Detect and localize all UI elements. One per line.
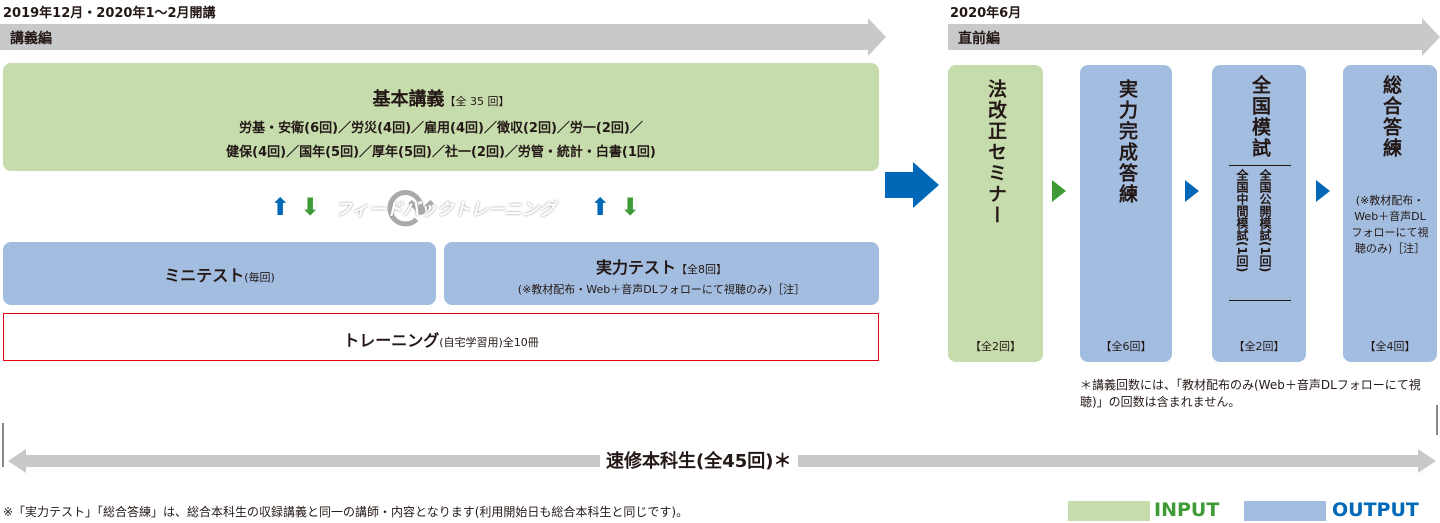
column-title: 全国模試 [1249, 75, 1271, 159]
arrow-head-icon [1422, 18, 1440, 56]
next-triangle-icon [1185, 180, 1199, 202]
column-count: 【全6回】 [1100, 340, 1152, 353]
right-footnote: ＊講義回数には、「教材配布のみ(Web＋音声DLフォローにて視聴)」の回数は含ま… [1080, 378, 1421, 409]
column-count: 【全2回】 [1233, 340, 1285, 353]
column-title: 総合答練 [1380, 75, 1402, 159]
arrow-head-icon [868, 18, 886, 56]
footer-note: ※「実力テスト」「総合答練」は、総合本科生の収録講義と同一の講師・内容となります… [3, 505, 689, 519]
next-triangle-icon [1316, 180, 1330, 202]
jitsuryoku-note: (※教材配布・Web＋音声DLフォローにて視聴のみ)［注］ [517, 283, 806, 296]
input-legend: INPUT [1154, 499, 1220, 521]
course-label: 速修本科生(全45回)＊ [600, 447, 798, 473]
arrow-left-icon [8, 449, 26, 473]
cycle-icon: ⟳ [385, 175, 436, 245]
divider [2, 423, 4, 467]
phase-label: 直前編 [958, 31, 1000, 47]
column-note: (※教材配布・Web＋音声DLフォローにて視聴のみ)［注］ [1351, 194, 1429, 255]
phase-label: 講義編 [10, 31, 52, 47]
final-phase-bar: 直前編 [948, 24, 1422, 50]
big-arrow-icon [885, 172, 915, 198]
basic-line1: 労基・安衛(6回)／労災(4回)／雇用(4回)／徴収(2回)／労一(2回)／ [239, 121, 643, 136]
column-count: 【全2回】 [970, 340, 1021, 353]
output-legend: OUTPUT [1332, 499, 1419, 521]
column-sub: 全国中間模試(1回) [1235, 169, 1249, 273]
training-title: トレーニング [343, 331, 440, 350]
mini-note: (毎回) [244, 271, 275, 284]
next-triangle-icon [1052, 180, 1066, 202]
basic-line2: 健保(4回)／国年(5回)／厚年(5回)／社一(2回)／労管・統計・白書(1回) [226, 145, 656, 160]
training-note: (自宅学習用)全10冊 [439, 336, 539, 349]
basic-lecture-box: 基本講義【全 35 回】 労基・安衛(6回)／労災(4回)／雇用(4回)／徴収(… [3, 63, 879, 171]
basic-title: 基本講義 [372, 89, 445, 110]
feedback-label: フィードバックトレーニング [335, 200, 556, 220]
bracket [1229, 165, 1291, 301]
column-hokaisei: 法改正セミナー 【全2回】 [948, 65, 1043, 362]
column-count: 【全4回】 [1364, 340, 1416, 353]
down-arrow-icon: ⬇ [620, 193, 641, 221]
jitsuryoku-count: 【全8回】 [676, 263, 727, 276]
mini-title: ミニテスト [164, 266, 245, 285]
training-box: トレーニング(自宅学習用)全10冊 [3, 313, 879, 361]
big-arrow-head-icon [913, 162, 939, 208]
input-swatch [1068, 501, 1150, 521]
basic-count: 【全 35 回】 [444, 95, 510, 108]
up-arrow-icon: ⬆ [590, 193, 611, 221]
lecture-phase-bar: 講義編 [0, 24, 868, 50]
column-moshi: 全国模試 全国公開模試(1回) 全国中間模試(1回) 【全2回】 [1212, 65, 1306, 362]
up-arrow-icon: ⬆ [270, 193, 291, 221]
jitsuryoku-test-box: 実力テスト【全8回】 (※教材配布・Web＋音声DLフォローにて視聴のみ)［注］ [444, 242, 879, 305]
column-sub: 全国公開模試(1回) [1258, 169, 1272, 273]
column-kansei: 実力完成答練 【全6回】 [1080, 65, 1172, 362]
right-period: 2020年6月 [950, 6, 1022, 21]
jitsuryoku-title: 実力テスト [595, 258, 676, 277]
down-arrow-icon: ⬇ [300, 193, 321, 221]
mini-test-box: ミニテスト(毎回) [3, 242, 436, 305]
column-sogo: 総合答練 (※教材配布・Web＋音声DLフォローにて視聴のみ)［注］ 【全4回】 [1343, 65, 1437, 362]
left-period: 2019年12月・2020年1～2月開講 [3, 6, 216, 21]
arrow-right-icon [1418, 449, 1436, 473]
divider [1436, 405, 1438, 435]
column-title: 法改正セミナー [985, 79, 1007, 226]
column-title: 実力完成答練 [1116, 79, 1138, 205]
output-swatch [1244, 501, 1326, 521]
